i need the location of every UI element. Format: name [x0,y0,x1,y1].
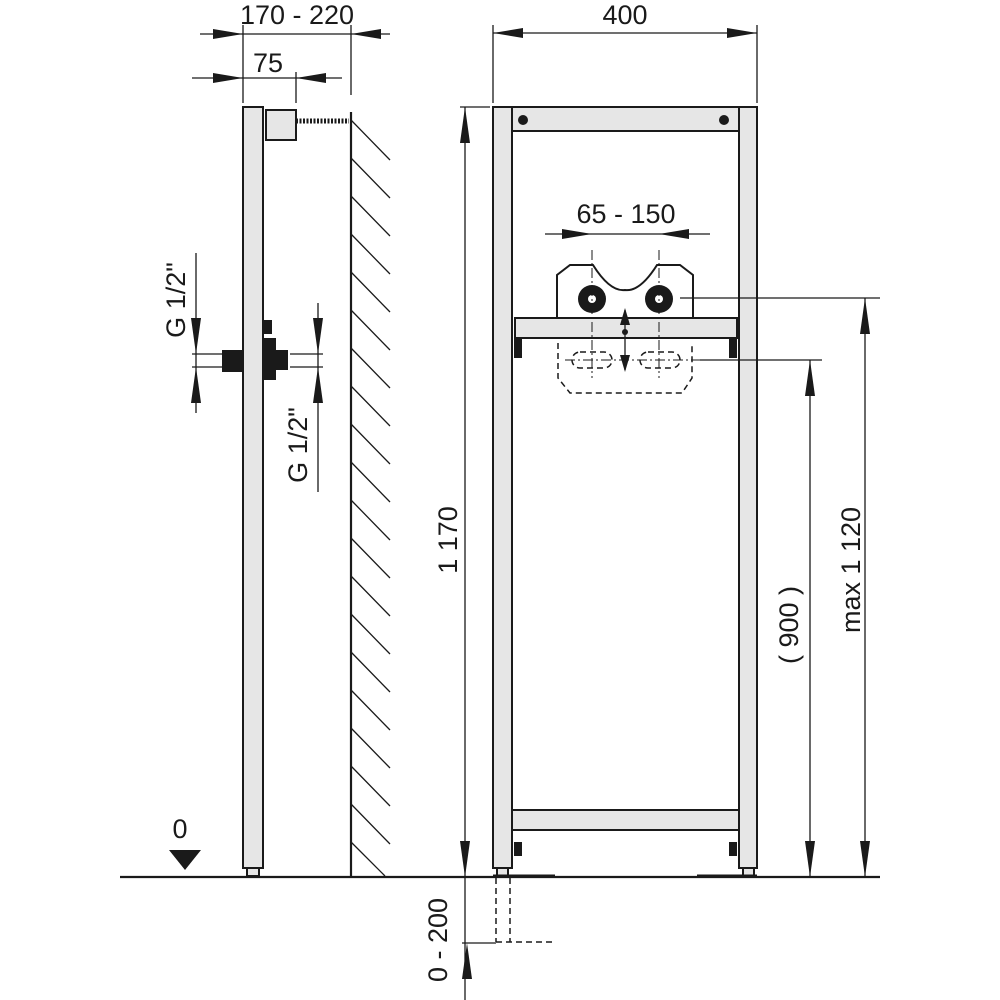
label-side-depth: 170 - 220 [240,0,354,30]
front-post-left [492,106,513,869]
bottom-rail [511,809,740,831]
label-connection-spacing: 65 - 150 [576,199,675,229]
dim-outlet-height-max: max 1 120 [680,297,880,877]
level-triangle-icon [169,850,201,870]
label-outlet-height-max: max 1 120 [836,507,866,633]
dim-leg-extension: 0 - 200 [423,878,555,982]
label-bracket-offset: 75 [253,48,283,78]
wall-hatching [350,119,391,877]
side-post [242,106,264,869]
label-frame-height: 1 170 [433,506,463,574]
label-outlet-height-default: ( 900 ) [774,586,804,664]
dim-thread-right: G 1/2" [283,303,323,492]
label-floor-level: 0 [172,814,187,844]
front-view: 400 65 - 150 1 170 0 - 200 ( 900 [423,0,880,1000]
label-leg-extension: 0 - 200 [423,898,453,982]
dim-frame-height: 1 170 [433,106,490,1000]
dim-outlet-height-default: ( 900 ) [700,359,822,877]
front-post-right [738,106,758,869]
dim-bracket-offset: 75 [192,48,342,103]
dim-thread-left: G 1/2" [161,253,240,413]
dim-side-depth: 170 - 220 [200,0,390,103]
lower-position-outline [557,343,693,394]
side-foot [246,867,260,877]
side-view: 170 - 220 75 G 1/2" G 1/2" 0 [161,0,391,877]
fitting-left [222,350,243,372]
fitting-right [276,350,288,370]
dim-frame-width: 400 [492,0,758,103]
dim-connection-spacing: 65 - 150 [545,199,710,239]
floor-level-marker: 0 [169,814,201,870]
label-frame-width: 400 [602,0,647,30]
fitting-body [264,338,276,380]
top-rail [511,106,740,132]
wall-bracket [265,109,297,141]
label-thread-right: G 1/2" [283,407,313,483]
label-thread-left: G 1/2" [161,262,191,338]
